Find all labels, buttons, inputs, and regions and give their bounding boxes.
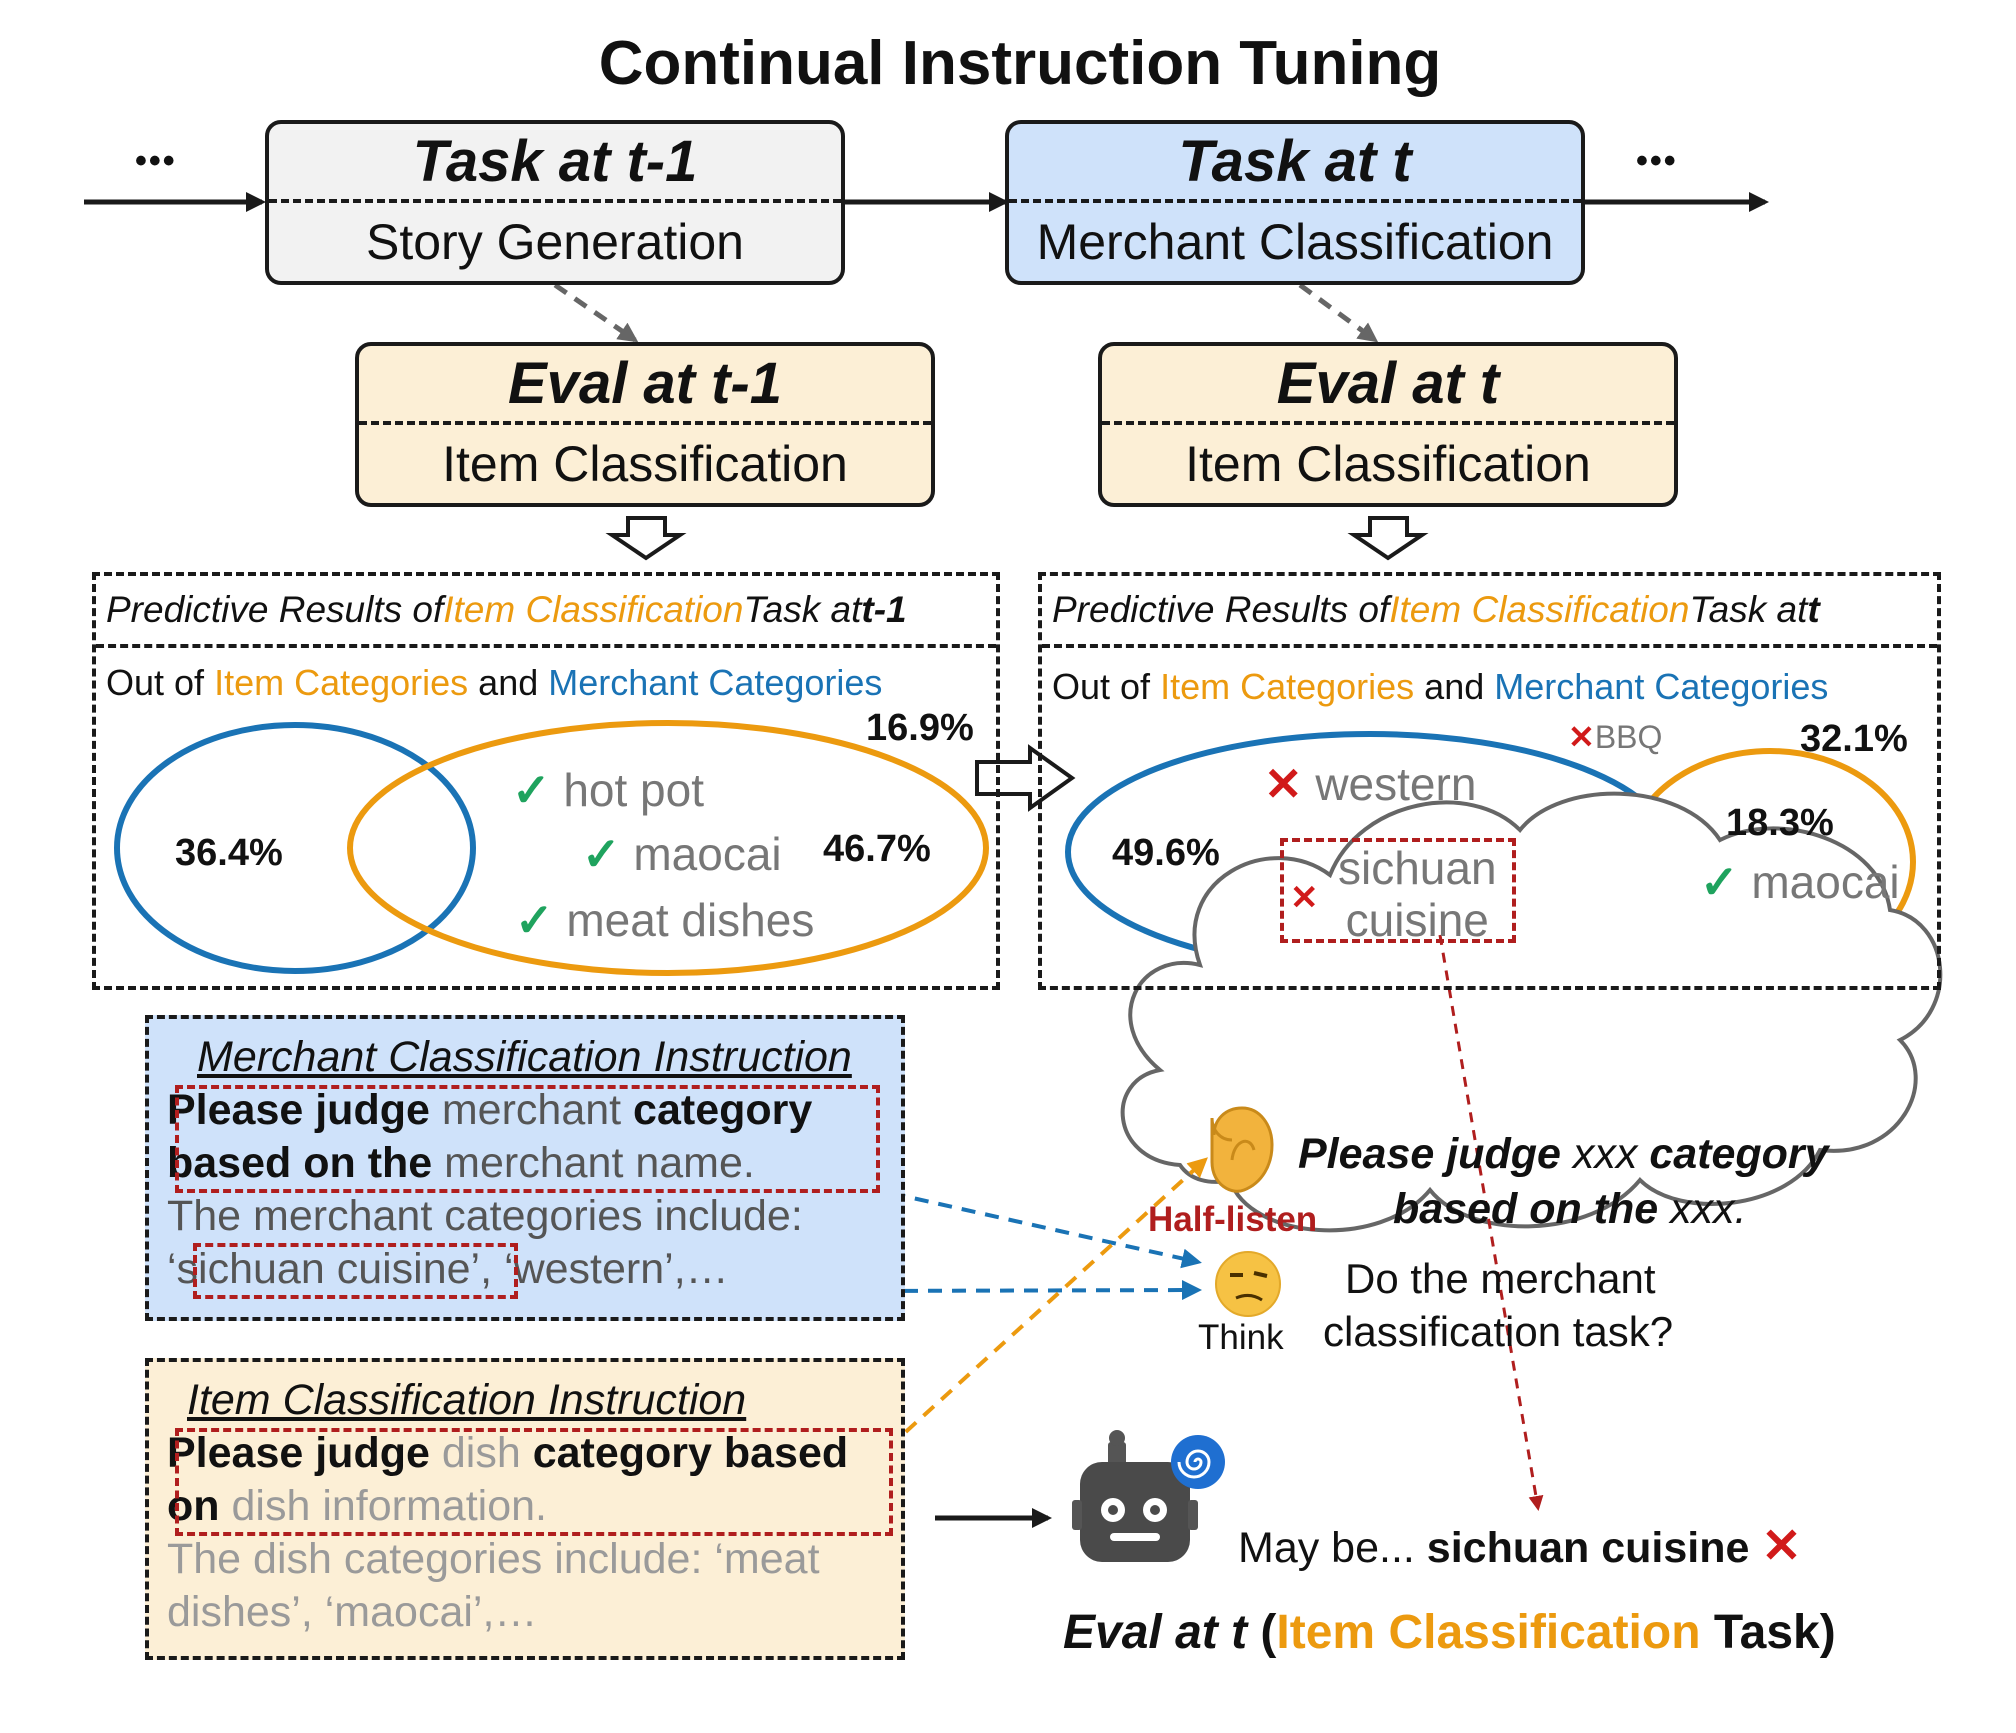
- task-previous-head: Task at t-1: [269, 124, 841, 203]
- pct-outside-previous: 16.9%: [866, 707, 974, 749]
- sichuan-instruction-highlight: [193, 1243, 518, 1299]
- results-panel-current: Predictive Results of Item Classificatio…: [1038, 572, 1941, 990]
- down-arrow-left: [605, 516, 687, 561]
- cross-icon: ✕: [1290, 879, 1319, 917]
- item-instruction-highlight: [175, 1428, 893, 1536]
- thinking-face-icon: [1215, 1251, 1281, 1317]
- merchant-instruction-line-1: Please judge merchant category: [167, 1086, 813, 1134]
- eval-previous-head: Eval at t-1: [359, 346, 931, 425]
- cloud-question-line-4: classification task?: [1323, 1308, 1674, 1355]
- sichuan-cuisine-highlight: [1280, 838, 1516, 943]
- results-previous-subheader: Out of Item Categories and Merchant Cate…: [106, 662, 883, 703]
- check-icon: ✓: [512, 764, 551, 816]
- ear-icon: [1210, 1106, 1274, 1193]
- task-current-head: Task at t: [1009, 124, 1581, 203]
- eval-current-body: Item Classification: [1185, 435, 1591, 492]
- arrow-sichuan-to-answer: [1438, 934, 1544, 1511]
- merchant-instruction-line-4: ‘sichuan cuisine’, ‘western’,…: [167, 1245, 729, 1293]
- venn-merchant-ellipse-left: [114, 722, 476, 974]
- pct-outside-current: 32.1%: [1800, 718, 1908, 760]
- merchant-instruction-title: Merchant Classification Instruction: [197, 1033, 852, 1081]
- timeline-ellipsis-right: •••: [1636, 142, 1678, 180]
- eval-previous-body: Item Classification: [442, 435, 848, 492]
- right-arrow-between-panels: [975, 744, 1076, 812]
- results-current-subheader: Out of Item Categories and Merchant Cate…: [1052, 666, 1829, 707]
- pct-merchant-current: 49.6%: [1112, 832, 1220, 874]
- item-instruction-box: Item Classification Instruction Please j…: [145, 1358, 905, 1660]
- item-maocai-current: ✓ maocai: [1700, 856, 1900, 908]
- item-western: ✕ western: [1264, 758, 1477, 810]
- eval-current-head: Eval at t: [1102, 346, 1674, 425]
- results-previous-header: Predictive Results of Item Classificatio…: [96, 576, 996, 648]
- pct-item-current: 18.3%: [1726, 802, 1834, 844]
- merchant-instruction-box: Merchant Classification Instruction Plea…: [145, 1015, 905, 1321]
- dizzy-spiral-icon: [1171, 1435, 1225, 1489]
- check-icon: ✓: [1700, 856, 1739, 908]
- eval-box-current: Eval at t Item Classification: [1098, 342, 1678, 507]
- merchant-instruction-line-2: based on the merchant name.: [167, 1139, 755, 1187]
- down-arrow-right: [1347, 516, 1429, 561]
- cross-icon: ✕: [1568, 719, 1595, 755]
- item-maocai-previous: ✓ maocai: [582, 828, 782, 880]
- eval-box-previous: Eval at t-1 Item Classification: [355, 342, 935, 507]
- thought-cloud: [1120, 791, 1943, 1233]
- item-instruction-line-1: Please judge dish category based: [167, 1429, 849, 1477]
- results-current-header: Predictive Results of Item Classificatio…: [1042, 576, 1937, 648]
- item-instruction-line-4: dishes’, ‘maocai’,…: [167, 1588, 538, 1636]
- check-icon: ✓: [582, 828, 621, 880]
- venn-item-ellipse-left: [347, 720, 989, 976]
- cross-icon: ✕: [1761, 1520, 1802, 1573]
- task-box-previous: Task at t-1 Story Generation: [265, 120, 845, 285]
- model-answer: May be... sichuan cuisine ✕: [1238, 1520, 1802, 1573]
- check-icon: ✓: [515, 894, 554, 946]
- item-instruction-line-3: The dish categories include: ‘meat: [167, 1535, 820, 1583]
- timeline-ellipsis-left: •••: [135, 142, 177, 180]
- merchant-instruction-line-3: The merchant categories include:: [167, 1192, 803, 1240]
- task-to-eval-arrow-right: [1298, 282, 1379, 343]
- item-bbq: ✕BBQ: [1568, 719, 1663, 755]
- cloud-question-line-1: Please judge xxx category: [1298, 1130, 1829, 1178]
- cross-icon: ✕: [1264, 758, 1303, 810]
- cloud-question-line-2: based on the xxx.: [1393, 1185, 1747, 1233]
- item-instruction-title: Item Classification Instruction: [187, 1376, 747, 1424]
- task-current-body: Merchant Classification: [1036, 213, 1554, 270]
- merchant-instruction-highlight: [175, 1085, 880, 1193]
- item-hot-pot: ✓ hot pot: [512, 764, 705, 816]
- pct-merchant-previous: 36.4%: [175, 832, 283, 874]
- item-meat-dishes: ✓ meat dishes: [515, 894, 815, 946]
- eval-caption: Eval at t (Item Classification Task): [1063, 1606, 1836, 1659]
- results-panel-previous: Predictive Results of Item Classificatio…: [92, 572, 1000, 990]
- figure-title: Continual Instruction Tuning: [598, 29, 1442, 98]
- task-box-current: Task at t Merchant Classification: [1005, 120, 1585, 285]
- cloud-question-line-3: Do the merchant: [1345, 1255, 1656, 1302]
- robot-icon: [1072, 1430, 1198, 1562]
- half-listen-label: Half-listen: [1148, 1200, 1318, 1239]
- task-to-eval-arrow-left: [553, 282, 639, 343]
- think-label: Think: [1198, 1318, 1284, 1357]
- arrow-merchant-to-think: [867, 1186, 1202, 1269]
- task-previous-body: Story Generation: [366, 213, 744, 270]
- pct-item-previous: 46.7%: [823, 828, 931, 870]
